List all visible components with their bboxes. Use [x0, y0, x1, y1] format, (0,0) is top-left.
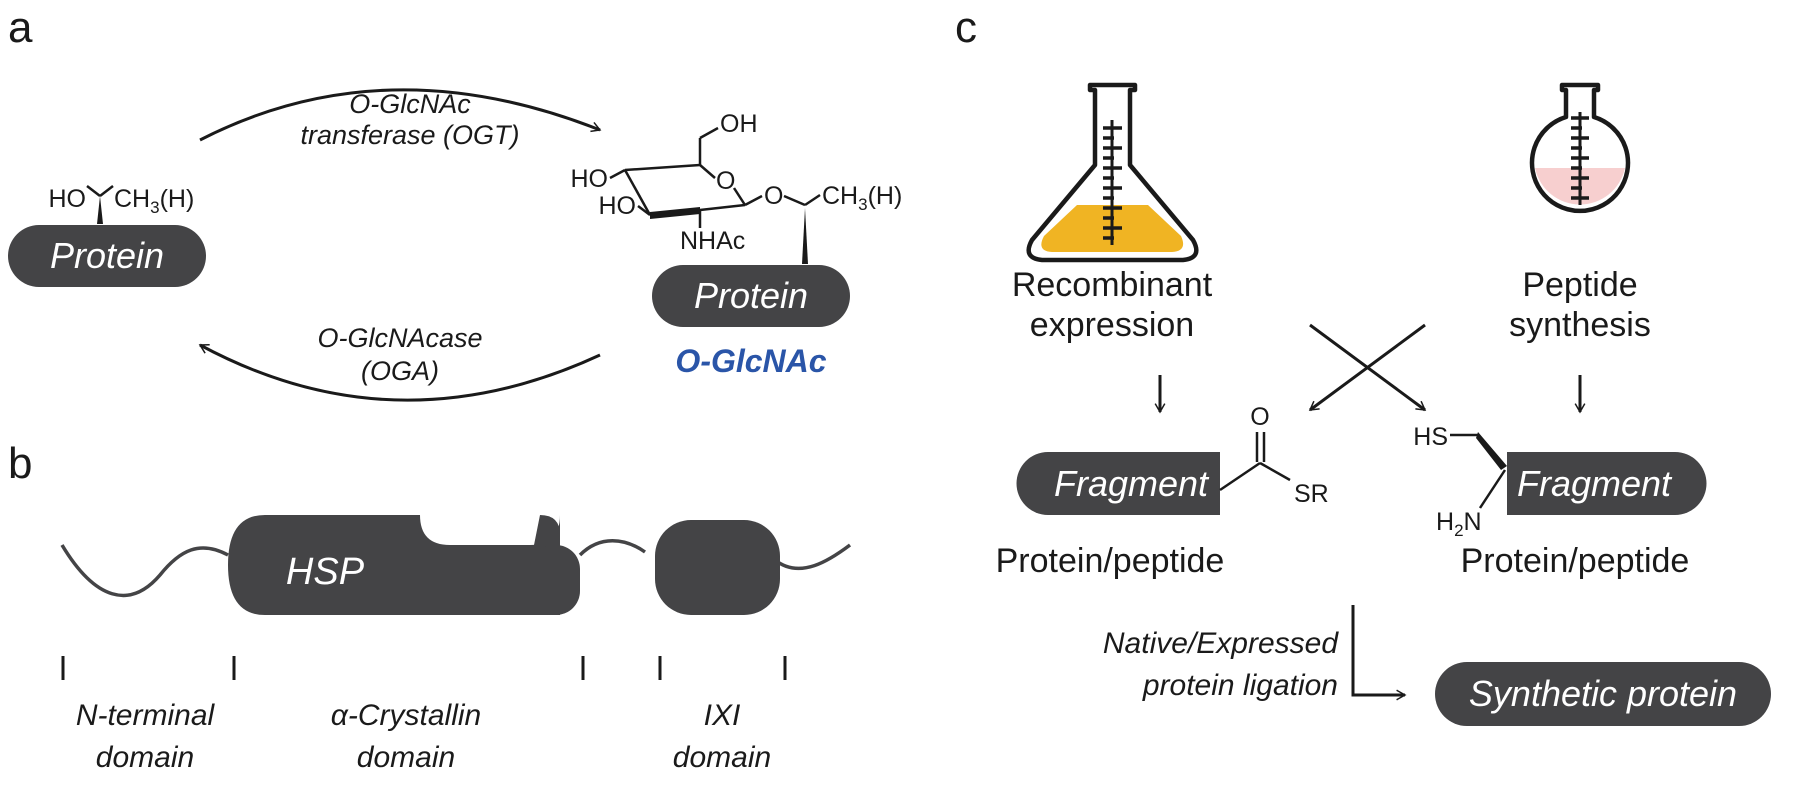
synthetic-protein-label: Synthetic protein — [1469, 673, 1737, 714]
ligation-label-line2: protein ligation — [1142, 669, 1338, 702]
hsp-domain-schematic — [60, 515, 852, 615]
cysteine-hs-label: HS — [1413, 423, 1448, 451]
ogt-arrow — [199, 88, 602, 142]
left-ho-label: HO — [49, 185, 87, 213]
fragment-right-pill: Fragment — [1507, 452, 1707, 515]
glycosidic-oxygen-label: O — [764, 182, 783, 210]
thioester-sr-label: SR — [1294, 480, 1329, 508]
ring-oxygen-label: O — [716, 167, 735, 195]
round-bottom-flask-icon — [1529, 82, 1631, 214]
alpha-crystallin-label-line1: α-Crystallin — [331, 699, 481, 732]
fragment-right-label: Fragment — [1517, 463, 1673, 504]
oga-arrow — [198, 343, 601, 402]
recombinant-label-line1: Recombinant — [1012, 266, 1213, 304]
right-ch3-label: CH3(H) — [822, 182, 902, 214]
cysteine-structure — [1450, 432, 1507, 509]
erlenmeyer-flask-icon — [1026, 82, 1199, 263]
sugar-ho-label-2: HO — [599, 192, 637, 220]
ixi-label-line1: IXI — [704, 699, 741, 732]
thioester-o-label: O — [1250, 403, 1269, 431]
fragment-left-label: Fragment — [1054, 463, 1210, 504]
panel-c-letter: c — [955, 3, 977, 52]
flow-arrows — [1154, 323, 1586, 701]
panel-b-letter: b — [8, 439, 32, 488]
ixi-label-line2: domain — [673, 741, 771, 774]
protein-pill-left: Protein — [8, 225, 206, 287]
alpha-crystallin-label-line2: domain — [357, 741, 455, 774]
product-right-label: Protein/peptide — [1461, 542, 1690, 580]
peptide-label-line2: synthesis — [1509, 306, 1651, 344]
right-stereo-wedge — [802, 208, 808, 264]
o-glcnac-modification-label: O-GlcNAc — [675, 343, 826, 379]
oga-label-line2: (OGA) — [361, 356, 439, 386]
fragment-left-pill: Fragment — [1016, 452, 1220, 515]
n-terminal-label-line2: domain — [96, 741, 194, 774]
thioester-structure — [1219, 432, 1291, 492]
sugar-ho-label-1: HO — [571, 165, 609, 193]
left-residue-structure: HO CH3(H) — [49, 185, 194, 224]
protein-pill-left-label: Protein — [50, 235, 164, 276]
glcnac-structure — [609, 126, 821, 228]
peptide-label-line1: Peptide — [1522, 266, 1637, 304]
synthetic-protein-pill: Synthetic protein — [1435, 662, 1771, 726]
left-ch3-label: CH3(H) — [114, 185, 194, 217]
recombinant-label-line2: expression — [1030, 306, 1194, 344]
nhac-label: NHAc — [680, 227, 745, 255]
ogt-label-line1: O-GlcNAc — [349, 89, 471, 119]
n-terminal-label-line1: N-terminal — [76, 699, 216, 732]
sugar-oh-label: OH — [720, 110, 758, 138]
product-left-label: Protein/peptide — [996, 542, 1225, 580]
protein-pill-right-label: Protein — [694, 275, 808, 316]
oga-label-line1: O-GlcNAcase — [317, 323, 482, 353]
protein-pill-right: Protein — [652, 265, 850, 327]
panel-a-letter: a — [8, 3, 33, 52]
cysteine-h2n-label: H2N — [1436, 508, 1482, 540]
hsp-label: HSP — [286, 551, 365, 593]
ogt-label-line2: transferase (OGT) — [300, 120, 519, 150]
domain-boundary-ticks — [61, 656, 787, 680]
ligation-label-line1: Native/Expressed — [1103, 627, 1339, 660]
